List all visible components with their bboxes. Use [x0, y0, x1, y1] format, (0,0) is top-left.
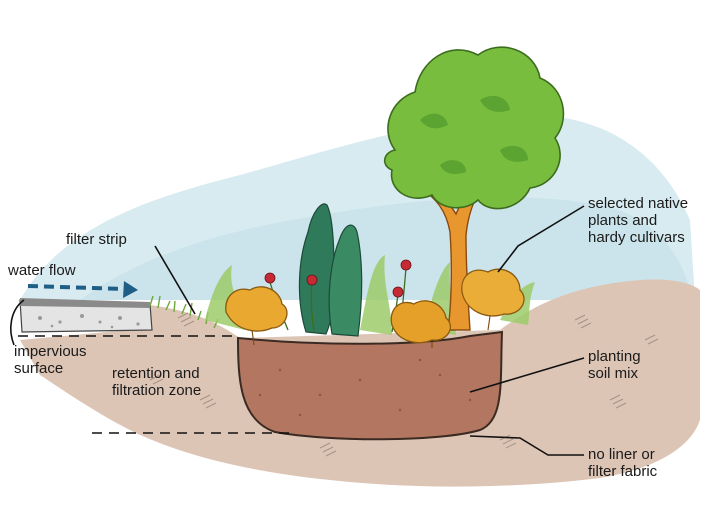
impervious-line-1: impervious [14, 343, 87, 360]
native-line-2: plants and [588, 212, 658, 229]
filter-strip-leader [154, 245, 196, 315]
liner-line-2: filter fabric [588, 463, 658, 480]
no-liner-label: no liner or filter fabric [588, 446, 657, 480]
soil-line-1: planting [588, 348, 641, 365]
liner-line-1: no liner or [588, 446, 655, 463]
leader-lines [10, 205, 585, 456]
planting-soil-label: planting soil mix [588, 348, 641, 382]
native-line-1: selected native [588, 195, 689, 212]
soil-line-2: soil mix [588, 365, 639, 382]
impervious-leader [10, 299, 25, 346]
planting-basin [236, 330, 504, 441]
retention-line-2: filtration zone [112, 382, 202, 399]
native-plants-label: selected native plants and hardy cultiva… [588, 195, 688, 246]
no-liner-leader [469, 435, 584, 456]
native-plants-leader [497, 205, 585, 273]
impervious-pavement [19, 298, 153, 333]
filter-strip-label: filter strip [66, 231, 127, 248]
retention-line-1: retention and [112, 365, 200, 382]
impervious-surface-label: impervious surface [14, 343, 87, 377]
water-flow-label: water flow [8, 262, 76, 279]
impervious-line-2: surface [14, 360, 64, 377]
shrub-icon [225, 268, 525, 348]
retention-zone-label: retention and filtration zone [112, 365, 201, 399]
water-flow-arrow-icon [27, 281, 138, 298]
tree-icon [383, 46, 565, 331]
planting-soil-leader [469, 357, 585, 393]
native-line-3: hardy cultivars [588, 229, 685, 246]
evergreen-icon [298, 203, 363, 337]
